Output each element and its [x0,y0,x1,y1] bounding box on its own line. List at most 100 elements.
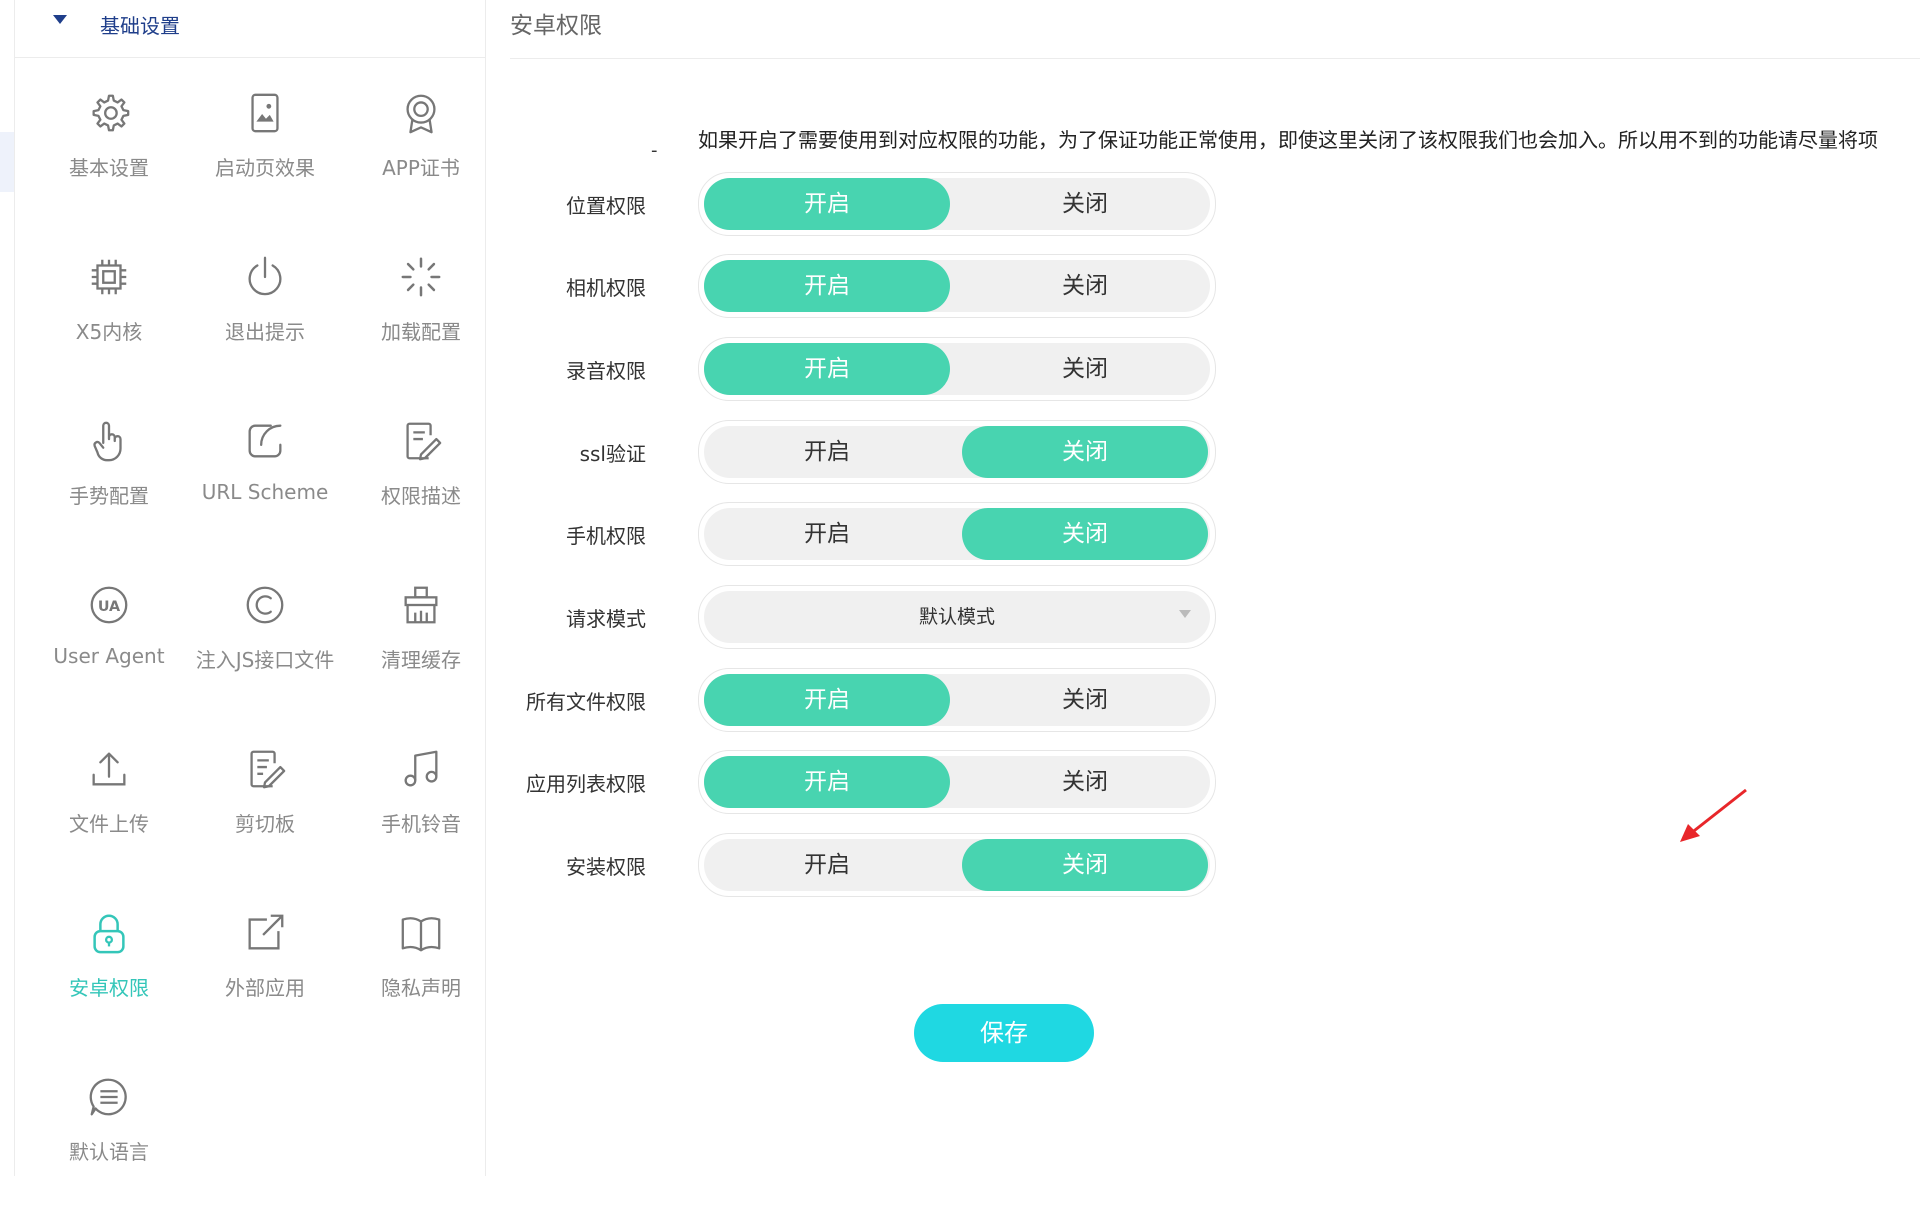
option-off[interactable]: 关闭 [962,508,1208,560]
nav-url-scheme[interactable]: URL Scheme [187,386,343,550]
ssl-verify-toggle[interactable]: 开启 关闭 [698,420,1216,484]
sidebar-title: 基础设置 [100,14,180,38]
caret-down-icon[interactable] [53,15,67,24]
camera-permission-toggle[interactable]: 开启 关闭 [698,254,1216,318]
option-on[interactable]: 开启 [704,178,950,230]
save-button[interactable]: 保存 [914,1004,1094,1062]
row-request-mode: 请求模式 默认模式 [486,585,1246,649]
left-nav-highlight [0,132,14,192]
title-divider [510,58,1920,59]
row-all-files-permission: 所有文件权限 开启 关闭 [486,668,1246,732]
nav-ringtone[interactable]: 手机铃音 [343,714,499,878]
option-off[interactable]: 关闭 [1062,191,1108,217]
row-label: 录音权限 [566,359,646,383]
edit-doc-icon [406,422,442,461]
music-icon [404,750,438,787]
row-camera-permission: 相机权限 开启 关闭 [486,254,1246,318]
nav-label: 启动页效果 [215,156,315,180]
option-off[interactable]: 关闭 [962,426,1208,478]
request-mode-select[interactable]: 默认模式 [698,585,1216,649]
dropdown-arrow-icon[interactable] [1179,610,1191,618]
row-app-list-permission: 应用列表权限 开启 关闭 [486,750,1246,814]
nav-basic-settings[interactable]: 基本设置 [31,58,187,222]
main-panel: 安卓权限 - 如果开启了需要使用到对应权限的功能，为了保证功能正常使用，即使这里… [486,0,1920,1176]
select-value: 默认模式 [704,591,1210,643]
nav-gesture-config[interactable]: 手势配置 [31,386,187,550]
option-on[interactable]: 开启 [704,343,950,395]
link-icon [248,424,282,458]
nav-x5-kernel[interactable]: X5内核 [31,222,187,386]
option-off[interactable]: 关闭 [1062,769,1108,795]
nav-label: 隐私声明 [381,976,461,1000]
chat-icon [89,1078,127,1116]
nav-permission-description[interactable]: 权限描述 [343,386,499,550]
option-off[interactable]: 关闭 [962,839,1208,891]
nav-loading-config[interactable]: 加载配置 [343,222,499,386]
nav-label: 基本设置 [69,156,149,180]
nav-inject-js[interactable]: 注入JS接口文件 [187,550,343,714]
upload-icon [92,752,126,786]
install-permission-toggle[interactable]: 开启 关闭 [698,833,1216,897]
nav-label: X5内核 [75,320,143,344]
left-nav-strip [0,0,15,1176]
option-on[interactable]: 开启 [804,521,850,547]
copyright-icon [246,586,284,624]
option-on[interactable]: 开启 [804,852,850,878]
notice-dash: - [651,140,658,161]
option-off[interactable]: 关闭 [1062,687,1108,713]
row-label: 手机权限 [566,524,646,548]
book-icon [401,917,441,952]
broom-icon [404,586,438,624]
nav-clipboard[interactable]: 剪切板 [187,714,343,878]
option-on[interactable]: 开启 [804,439,850,465]
notice-text: 如果开启了需要使用到对应权限的功能，为了保证功能正常使用，即使这里关闭了该权限我… [698,128,1878,152]
nav-default-language[interactable]: 默认语言 [31,1042,187,1206]
nav-file-upload[interactable]: 文件上传 [31,714,187,878]
option-off[interactable]: 关闭 [1062,356,1108,382]
sidebar-header[interactable]: 基础设置 [15,0,485,58]
row-label: ssl验证 [579,442,646,466]
nav-label: URL Scheme [201,480,329,504]
clipboard-icon [250,750,286,789]
phone-permission-toggle[interactable]: 开启 关闭 [698,502,1216,566]
external-link-icon [248,914,284,950]
nav-label: 加载配置 [381,320,461,344]
nav-user-agent[interactable]: UA User Agent [31,550,187,714]
row-label: 安装权限 [566,855,646,879]
page-title: 安卓权限 [510,13,602,39]
row-ssl-verify: ssl验证 开启 关闭 [486,420,1246,484]
phone-image-icon [251,93,279,133]
option-on[interactable]: 开启 [704,260,950,312]
row-label: 应用列表权限 [526,772,646,796]
nav-app-certificate[interactable]: APP证书 [343,58,499,222]
row-install-permission: 安装权限 开启 关闭 [486,833,1246,897]
certificate-icon [406,94,436,134]
sidebar: 基础设置 基本设置 启动页效果 APP证书 X5内核 退出提示 加载配置 [15,0,486,1176]
row-label: 位置权限 [566,194,646,218]
row-record-permission: 录音权限 开启 关闭 [486,337,1246,401]
record-permission-toggle[interactable]: 开启 关闭 [698,337,1216,401]
nav-privacy-statement[interactable]: 隐私声明 [343,878,499,1042]
app-list-permission-toggle[interactable]: 开启 关闭 [698,750,1216,814]
option-off[interactable]: 关闭 [1062,273,1108,299]
nav-splash-effect[interactable]: 启动页效果 [187,58,343,222]
nav-external-apps[interactable]: 外部应用 [187,878,343,1042]
option-on[interactable]: 开启 [704,674,950,726]
loading-icon [401,257,441,297]
chip-icon [91,259,127,295]
ua-icon: UA [90,586,128,624]
nav-android-permissions[interactable]: 安卓权限 [31,878,187,1042]
nav-exit-prompt[interactable]: 退出提示 [187,222,343,386]
row-location-permission: 位置权限 开启 关闭 [486,172,1246,236]
row-label: 相机权限 [566,276,646,300]
all-files-permission-toggle[interactable]: 开启 关闭 [698,668,1216,732]
nav-label: 清理缓存 [381,648,461,672]
nav-clear-cache[interactable]: 清理缓存 [343,550,499,714]
gear-icon [92,94,130,132]
row-phone-permission: 手机权限 开启 关闭 [486,502,1246,566]
power-icon [248,256,282,296]
annotation-arrow-icon [1680,788,1747,842]
nav-label: 手机铃音 [381,812,461,836]
location-permission-toggle[interactable]: 开启 关闭 [698,172,1216,236]
option-on[interactable]: 开启 [704,756,950,808]
